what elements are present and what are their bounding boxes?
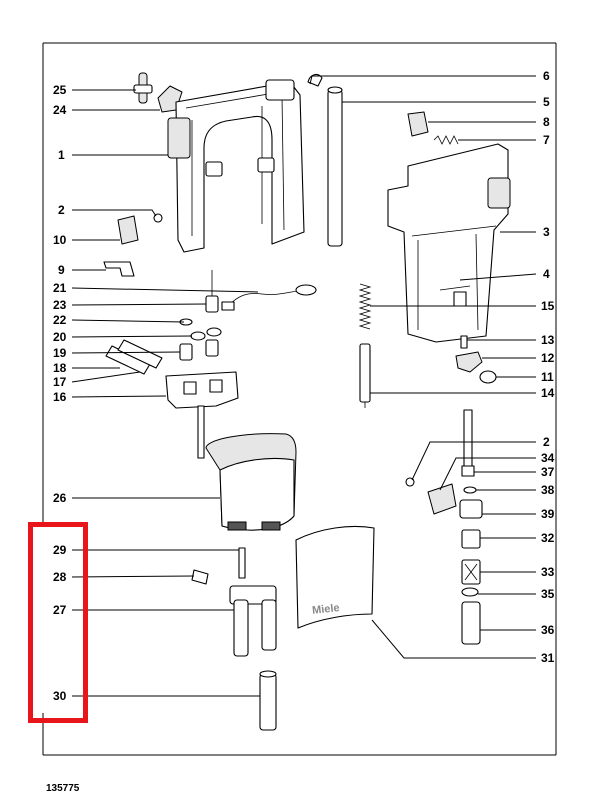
part-28-screw [191, 569, 209, 585]
part-19-nozzles [179, 339, 219, 361]
part-14-rod [359, 343, 371, 408]
callout-38: 38 [541, 483, 555, 497]
document-id: 135775 [46, 783, 80, 794]
callout-3: 3 [543, 225, 550, 239]
part-1-housing-frame [167, 79, 305, 253]
callout-10: 10 [53, 233, 67, 247]
callout-33: 33 [541, 565, 555, 579]
part-36-tube [461, 601, 481, 645]
callout-13: 13 [541, 333, 555, 347]
callout-23: 23 [53, 298, 67, 312]
callout-20: 20 [53, 330, 67, 344]
callout-2-right: 2 [543, 435, 550, 449]
callout-31: 31 [541, 651, 555, 665]
part-10-block [117, 215, 139, 245]
part-12-bracket [455, 351, 483, 373]
part-29-pin [238, 547, 246, 579]
callout-7: 7 [543, 133, 550, 147]
callout-6: 6 [543, 69, 550, 83]
callout-24: 24 [53, 103, 67, 117]
callout-19: 19 [53, 346, 67, 360]
callout-28: 28 [53, 570, 67, 584]
callout-1: 1 [58, 148, 65, 162]
callout-34: 34 [541, 451, 555, 465]
callout-25: 25 [53, 83, 67, 97]
part-20-oring [190, 327, 222, 341]
part-26-cover [205, 433, 297, 531]
callout-32: 32 [541, 531, 555, 545]
callout-numbers: 25 24 1 2 10 9 21 23 22 20 19 18 17 16 2… [53, 69, 555, 703]
callout-27: 27 [53, 603, 67, 617]
part-35-ring [461, 587, 479, 597]
part-11-knob [479, 370, 497, 384]
highlight-box [28, 522, 88, 723]
part-39-fitting [459, 499, 483, 519]
part-7-spring [433, 135, 459, 145]
callout-18: 18 [53, 361, 67, 375]
part-21-cable [221, 284, 317, 311]
part-15-spring [358, 283, 372, 330]
part-38-ring [463, 486, 477, 494]
callout-4: 4 [543, 267, 550, 281]
part-30-tube [259, 670, 277, 731]
callout-14: 14 [541, 386, 555, 400]
callout-12: 12 [541, 351, 555, 365]
part-37-pin [461, 409, 475, 477]
callout-29: 29 [53, 543, 67, 557]
callout-2: 2 [58, 203, 65, 217]
part-3-right-housing [387, 143, 511, 343]
callout-8: 8 [543, 115, 550, 129]
callout-11: 11 [541, 370, 554, 384]
part-25-connector [133, 72, 153, 104]
callout-5: 5 [543, 95, 550, 109]
part-23-valve [205, 270, 219, 313]
part-31-front-panel: Miele [295, 526, 375, 629]
part-16-base-block [165, 371, 239, 459]
callout-35: 35 [541, 587, 555, 601]
callout-16: 16 [53, 390, 67, 404]
part-9-clip [103, 261, 135, 277]
part-13-screw [460, 335, 468, 349]
callout-39: 39 [541, 507, 555, 521]
leader-lines [71, 75, 537, 697]
callout-15: 15 [541, 299, 555, 313]
frame-lines [42, 42, 557, 756]
part-18-tubes [105, 339, 163, 375]
part-5-rod [327, 86, 343, 247]
callout-26: 26 [53, 491, 67, 505]
part-32-connector [461, 529, 481, 549]
callout-17: 17 [53, 375, 67, 389]
part-8-block [407, 111, 429, 137]
callout-30: 30 [53, 689, 67, 703]
callout-22: 22 [53, 313, 67, 327]
part-27-tube-assembly [229, 585, 277, 657]
brand-logo-text: Miele [312, 602, 341, 617]
part-34-bracket [427, 483, 457, 515]
callout-36: 36 [541, 623, 555, 637]
callout-21: 21 [53, 281, 67, 295]
callout-37: 37 [541, 465, 555, 479]
part-33-filter [461, 559, 481, 585]
callout-9: 9 [58, 263, 65, 277]
